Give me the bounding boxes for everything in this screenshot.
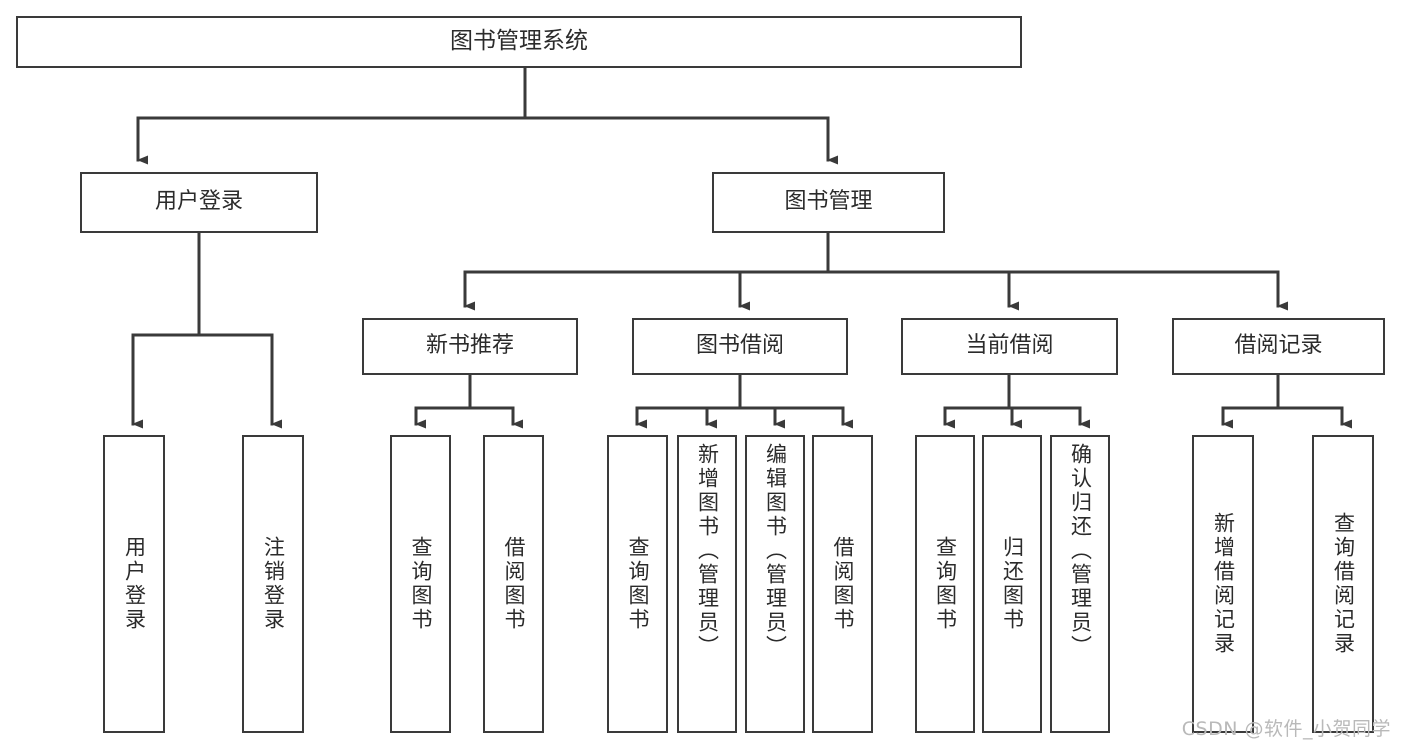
node-label: 查询图书: [625, 536, 650, 632]
node-label: 查询图书: [408, 536, 433, 632]
node-label: 借阅图书: [501, 536, 526, 632]
leaf-borrow-book-2[interactable]: 借阅图书: [812, 435, 873, 733]
node-new-book-rec[interactable]: 新书推荐: [362, 318, 578, 375]
csdn-watermark: CSDN @软件_小贺同学: [1181, 718, 1391, 740]
node-label: 新书推荐: [425, 333, 514, 359]
node-root-system[interactable]: 图书管理系统: [16, 16, 1022, 68]
node-label: 查询借阅记录: [1331, 512, 1356, 656]
node-label: 注销登录: [261, 536, 286, 632]
leaf-query-book-2[interactable]: 查询图书: [607, 435, 668, 733]
node-label: 用户登录: [122, 536, 147, 632]
node-label: 图书管理: [784, 189, 873, 215]
leaf-query-book-3[interactable]: 查询图书: [915, 435, 975, 733]
node-user-login[interactable]: 用户登录: [80, 172, 318, 233]
node-book-manage[interactable]: 图书管理: [712, 172, 945, 233]
leaf-query-record[interactable]: 查询借阅记录: [1312, 435, 1374, 733]
node-label: 编辑图书（管理员）: [763, 443, 788, 659]
leaf-logout[interactable]: 注销登录: [242, 435, 304, 733]
node-label: 借阅图书: [830, 536, 855, 632]
node-label: 借阅记录: [1234, 333, 1323, 359]
leaf-query-book-1[interactable]: 查询图书: [390, 435, 451, 733]
node-label: 确认归还（管理员）: [1068, 443, 1093, 659]
node-label: 当前借阅: [965, 333, 1054, 359]
leaf-edit-book[interactable]: 编辑图书（管理员）: [745, 435, 805, 733]
node-label: 图书借阅: [695, 333, 784, 359]
node-label: 归还图书: [1000, 536, 1025, 632]
leaf-add-book[interactable]: 新增图书（管理员）: [677, 435, 737, 733]
node-label: 查询图书: [933, 536, 958, 632]
leaf-borrow-book-1[interactable]: 借阅图书: [483, 435, 544, 733]
node-current-borrow[interactable]: 当前借阅: [901, 318, 1118, 375]
node-label: 新增借阅记录: [1211, 512, 1236, 656]
node-borrow-record[interactable]: 借阅记录: [1172, 318, 1385, 375]
leaf-return-book[interactable]: 归还图书: [982, 435, 1042, 733]
leaf-user-login[interactable]: 用户登录: [103, 435, 165, 733]
leaf-add-record[interactable]: 新增借阅记录: [1192, 435, 1254, 733]
node-label: 新增图书（管理员）: [695, 443, 720, 659]
node-book-borrow[interactable]: 图书借阅: [632, 318, 848, 375]
leaf-confirm-return[interactable]: 确认归还（管理员）: [1050, 435, 1110, 733]
node-label: 用户登录: [154, 189, 243, 215]
node-label: 图书管理系统: [450, 28, 588, 55]
